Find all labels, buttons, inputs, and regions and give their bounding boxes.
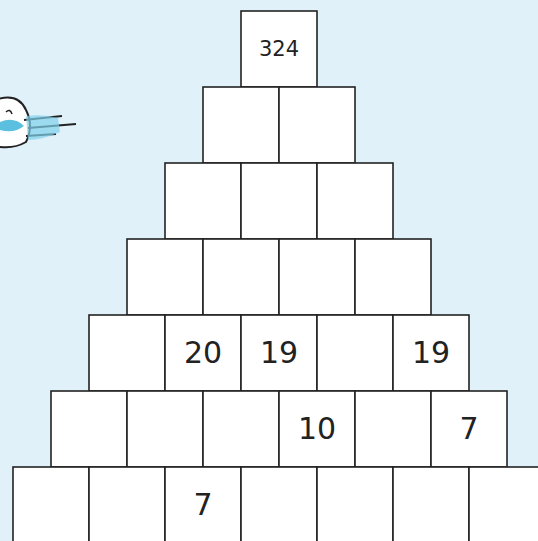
cell-number: 10	[298, 414, 336, 444]
pyramid-cell	[127, 239, 203, 315]
pyramid-cell	[13, 467, 89, 541]
pyramid-cell	[317, 467, 393, 541]
pyramid-cell	[317, 163, 393, 239]
pyramid-cell	[203, 391, 279, 467]
pyramid-cell	[165, 315, 241, 391]
cell-number: 19	[260, 338, 298, 368]
pyramid-cell	[317, 315, 393, 391]
pyramid-cell	[241, 163, 317, 239]
cell-number: 19	[412, 338, 450, 368]
pyramid-cell	[89, 315, 165, 391]
pyramid-cell	[355, 391, 431, 467]
pyramid-cell	[241, 11, 317, 87]
number-cell: 20	[167, 317, 240, 390]
number-cell: 7	[433, 393, 506, 466]
cell-number: 7	[193, 490, 212, 520]
pyramid-cell	[165, 467, 241, 541]
pyramid-cell	[393, 467, 469, 541]
number-cell: 7	[167, 469, 240, 541]
pyramid-cell	[241, 467, 317, 541]
number-cell: 324	[243, 13, 316, 86]
pyramid-cell	[431, 391, 507, 467]
cloud-illustration	[0, 98, 76, 148]
pyramid-cell	[89, 467, 165, 541]
pyramid-cell	[241, 315, 317, 391]
pyramid-cell	[469, 467, 538, 541]
pyramid-cell	[165, 163, 241, 239]
pyramid-cell	[279, 239, 355, 315]
number-cell: 19	[395, 317, 468, 390]
pyramid-cell	[279, 391, 355, 467]
pyramid-cells	[13, 11, 538, 541]
number-cell: 10	[281, 393, 354, 466]
cell-number: 324	[259, 39, 299, 60]
pyramid-cell	[127, 391, 203, 467]
number-cell: 19	[243, 317, 316, 390]
cell-number: 7	[459, 414, 478, 444]
pyramid-cell	[279, 87, 355, 163]
pyramid-cell	[355, 239, 431, 315]
pyramid-cell	[203, 87, 279, 163]
cell-number: 20	[184, 338, 222, 368]
pyramid-cell	[393, 315, 469, 391]
pyramid-cell	[203, 239, 279, 315]
pyramid-cell	[51, 391, 127, 467]
